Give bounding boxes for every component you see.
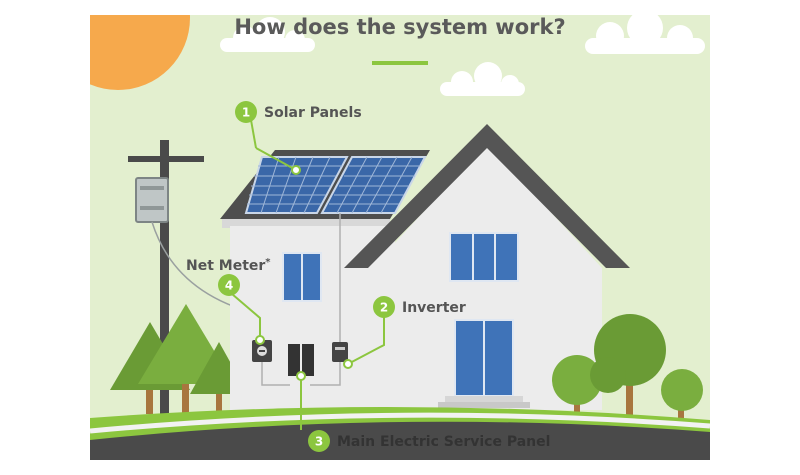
callout-number: 2 [380,301,388,315]
pointer-dot [343,359,353,369]
page-title: How does the system work? [234,15,565,39]
callout-badge [308,430,330,452]
pointer-dot [296,371,306,381]
callout-label: Inverter [402,300,466,316]
callout-net-meter: 4 Net Meter* [186,257,271,345]
callout-badge [218,274,240,296]
net-meter-label: Net Meter [186,258,265,274]
callout-label: Net Meter* [186,257,271,274]
title-underline [372,61,428,65]
utility-pole [128,140,204,420]
cloud-icon [220,17,315,52]
equipment-wiring [261,213,341,386]
callout-number: 1 [242,106,250,120]
tree-group-right [552,314,703,418]
callout-badge [373,296,395,318]
callout-number: 3 [315,435,323,449]
sun-icon [90,15,190,90]
callout-label: Main Electric Service Panel [337,434,550,450]
pointer-dot [255,335,265,345]
sidewalk-line [90,412,710,434]
solar-panels [244,156,427,214]
cloud-icon [585,15,705,54]
pointer-dot [291,165,301,175]
house-front-gable [344,124,630,410]
callout-number: 4 [225,279,233,293]
net-meter-mark: * [265,257,271,268]
gable-window [449,232,519,282]
road [90,421,710,460]
callout-main-panel: 3 Main Electric Service Panel [296,371,550,452]
net-meter [252,340,272,362]
callout-solar-panels: 1 Solar Panels [235,101,362,175]
callout-badge [235,101,257,123]
callout-label: Solar Panels [264,105,362,121]
inverter-box [332,342,348,362]
main-service-panel [288,344,314,376]
cloud-icon [440,62,525,96]
callout-inverter: 2 Inverter [343,296,466,369]
